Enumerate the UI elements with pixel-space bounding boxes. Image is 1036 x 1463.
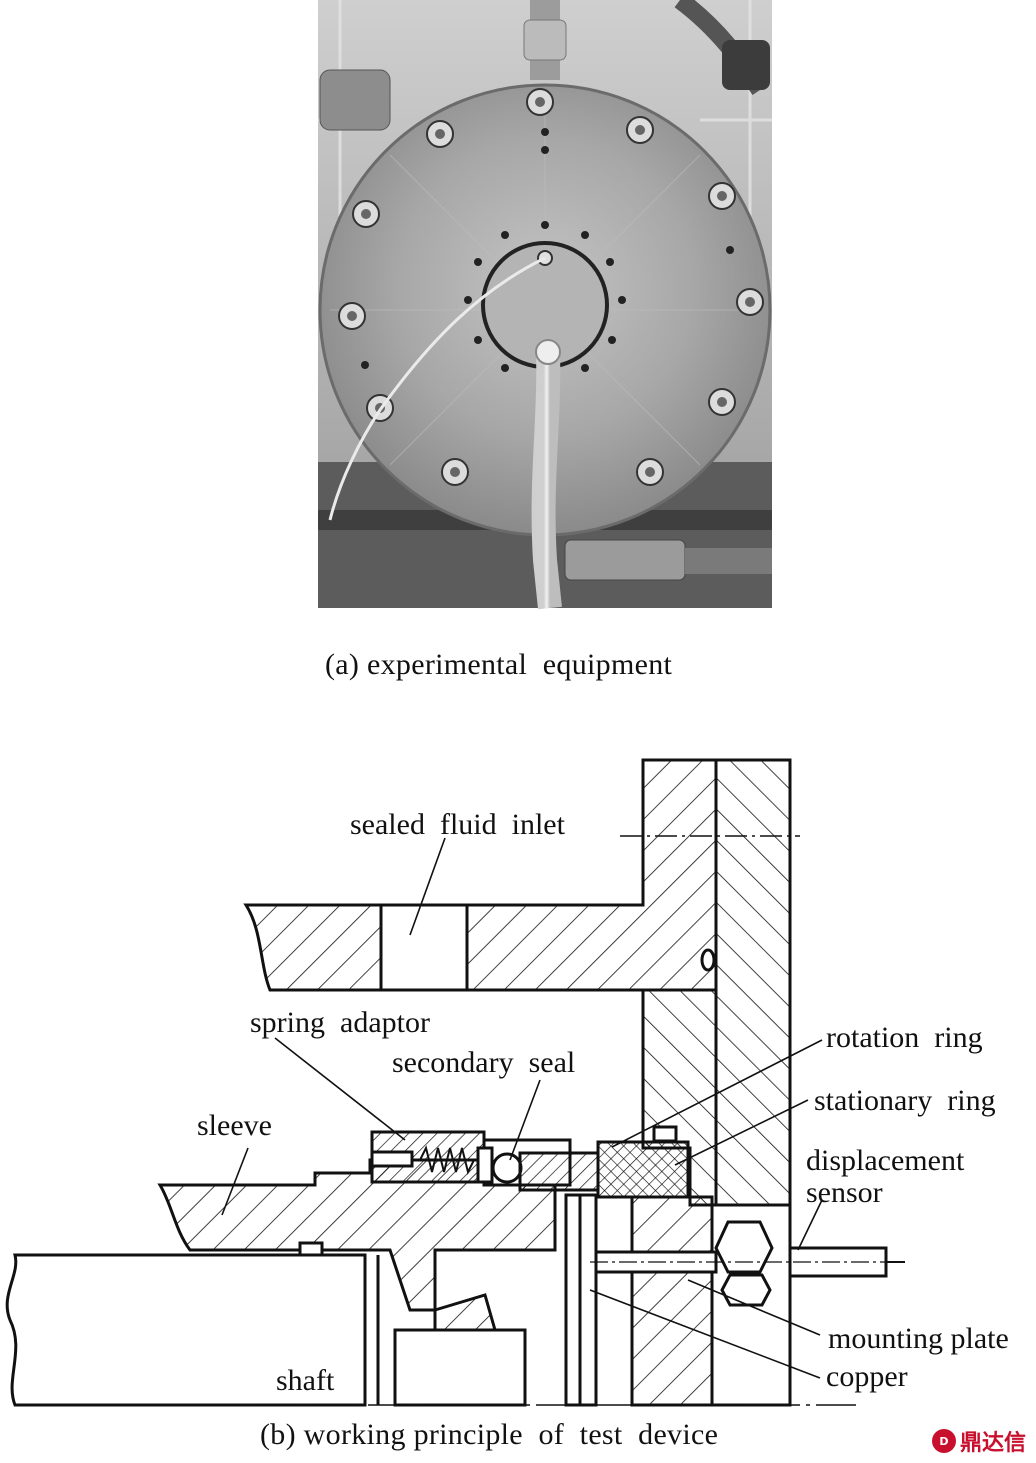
label-sensor: sensor — [806, 1176, 883, 1209]
leader-lines — [221, 837, 823, 1379]
mounting-plate-part — [630, 1195, 792, 1407]
flange-plate — [318, 83, 772, 610]
label-displacement: displacement — [806, 1144, 965, 1177]
copper-plates — [564, 1193, 598, 1407]
caption-a: (a) experimental equipment — [325, 648, 673, 681]
label-shaft: shaft — [276, 1364, 335, 1397]
label-copper: copper — [826, 1360, 908, 1393]
sleeve-part — [157, 1158, 557, 1312]
diagram-labels: sealed fluid inlet spring adaptor second… — [197, 808, 1009, 1397]
top-fittings — [319, 0, 770, 131]
schematic-diagram: sealed fluid inlet spring adaptor second… — [5, 758, 1009, 1407]
caption-b: (b) working principle of test device — [260, 1418, 719, 1451]
label-mounting-plate: mounting plate — [828, 1322, 1009, 1355]
watermark-logo-icon: D — [931, 1429, 956, 1453]
label-stationary-ring: stationary ring — [814, 1084, 996, 1117]
watermark: D 鼎达信 — [931, 1425, 1026, 1457]
label-sleeve: sleeve — [197, 1109, 272, 1142]
watermark-text: 鼎达信 — [959, 1431, 1026, 1456]
label-spring-adaptor: spring adaptor — [250, 1006, 430, 1039]
label-secondary-seal: secondary seal — [392, 1046, 575, 1079]
shaft-part — [5, 1241, 527, 1407]
label-rotation-ring: rotation ring — [826, 1021, 983, 1054]
label-sealed-fluid-inlet: sealed fluid inlet — [350, 808, 566, 841]
bottom-fitting — [564, 539, 772, 581]
equipment-photo — [318, 0, 772, 610]
spring-adaptor-part — [370, 1130, 600, 1192]
rings — [596, 1125, 690, 1199]
